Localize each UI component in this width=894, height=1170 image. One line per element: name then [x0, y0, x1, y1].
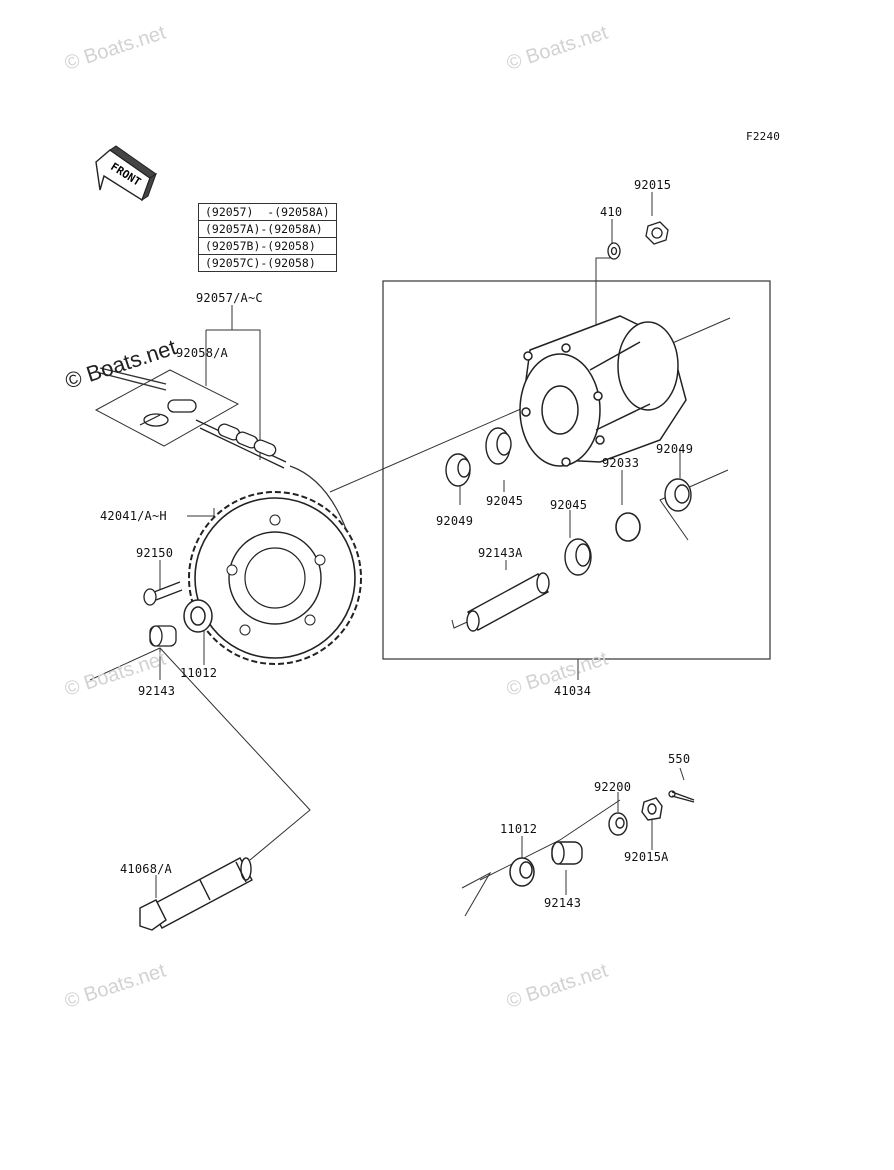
table-row: (92057A)-(92058A) [199, 221, 336, 238]
table-row: (92057C)-(92058) [205, 256, 316, 270]
part-label[interactable]: 92045 [550, 498, 588, 512]
part-label[interactable]: 92150 [136, 546, 174, 560]
part-label[interactable]: 11012 [500, 822, 538, 836]
chain-application-table: (92057) -(92058A) (92057A)-(92058A) (920… [198, 203, 337, 272]
seal-11012-right [509, 857, 535, 887]
chain-joint-detail [94, 367, 240, 447]
part-label[interactable]: 11012 [180, 666, 218, 680]
spacer-92143A [466, 572, 550, 632]
rear-hub [519, 315, 687, 467]
part-label[interactable]: 92045 [486, 494, 524, 508]
figure-code: F2240 [746, 130, 781, 143]
axle-41068 [139, 857, 253, 931]
part-label[interactable]: 92049 [656, 442, 694, 456]
drive-chain [195, 419, 287, 469]
part-label[interactable]: 92143 [544, 896, 582, 910]
hub-assembly-box [382, 280, 771, 660]
circlip-92033 [615, 512, 641, 542]
washer-410 [607, 242, 621, 260]
table-row: (92057B)-(92058) [199, 238, 336, 255]
part-label[interactable]: 92143 [138, 684, 176, 698]
part-label[interactable]: 92049 [436, 514, 474, 528]
part-label[interactable]: 41034 [554, 684, 592, 698]
bearing-92045-top [485, 427, 512, 465]
part-label[interactable]: 92057/A~C [196, 291, 263, 305]
seal-left [183, 599, 213, 633]
rear-sprocket [188, 491, 362, 665]
part-label[interactable]: 550 [668, 752, 691, 766]
cotter-pin-550 [668, 790, 695, 803]
collar-92143-right [551, 841, 583, 865]
part-label[interactable]: 41068/A [120, 862, 172, 876]
collar-left [149, 625, 177, 647]
washer-92200 [608, 812, 628, 836]
front-arrow-icon: FRONT [95, 145, 157, 202]
table-row: (92057) -(92058A) [199, 204, 336, 221]
nut-92015A [641, 797, 663, 821]
part-label[interactable]: 92015A [624, 850, 669, 864]
part-label[interactable]: 92033 [602, 456, 640, 470]
seal-92049-left [445, 453, 471, 487]
part-label[interactable]: 92143A [478, 546, 523, 560]
part-label[interactable]: 410 [600, 205, 623, 219]
part-label[interactable]: 42041/A~H [100, 509, 167, 523]
part-label[interactable]: 92058/A [176, 346, 228, 360]
part-label[interactable]: 92200 [594, 780, 632, 794]
nut-92015 [645, 221, 669, 245]
part-label[interactable]: 92015 [634, 178, 672, 192]
sprocket-bolt [143, 581, 183, 606]
seal-92049-right [664, 478, 692, 512]
bearing-92045-bottom [564, 538, 592, 576]
